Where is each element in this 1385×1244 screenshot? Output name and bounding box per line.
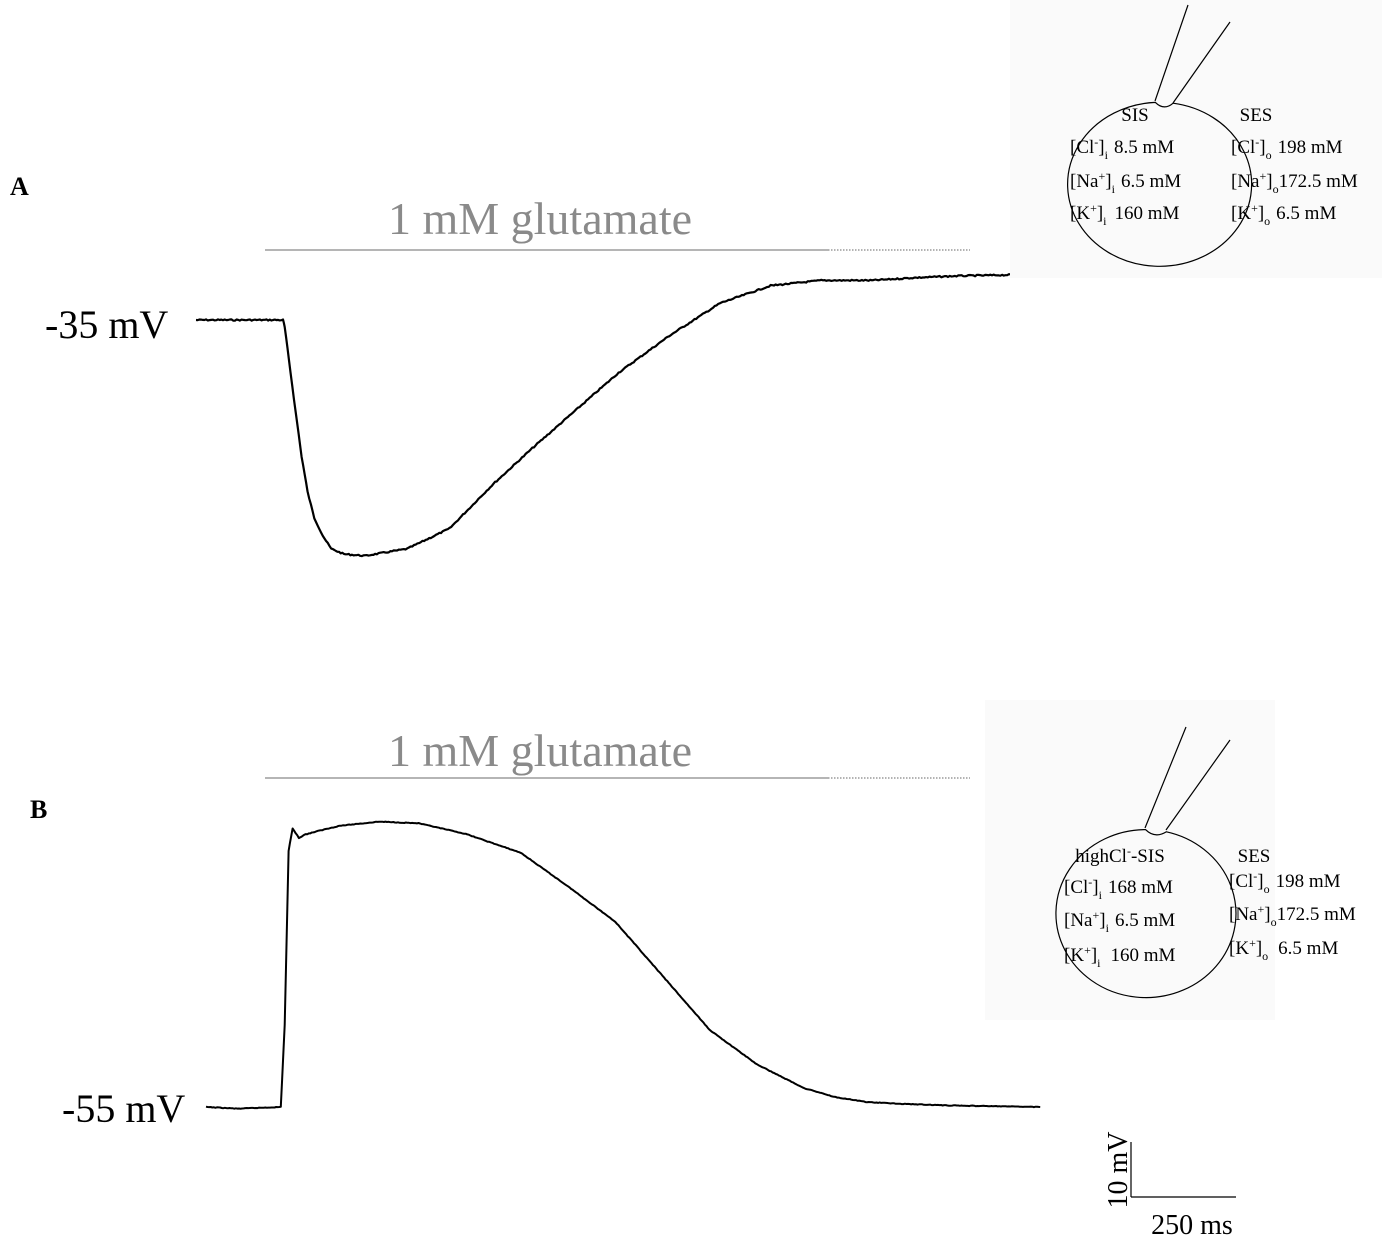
glutamate-bar-label-a: 1 mM glutamate <box>388 193 692 244</box>
pipette-right-a <box>1172 21 1231 104</box>
pipette-left-a <box>1154 4 1189 102</box>
panel-label-a: A <box>10 172 29 201</box>
outside-title-a: SES <box>1240 105 1273 126</box>
outside-ion-na-a: [Na+]o172.5 mM <box>1231 169 1358 196</box>
cell-outline-b <box>1055 828 1237 999</box>
diagram-background-b <box>985 700 1275 1020</box>
glutamate-bar-label-b: 1 mM glutamate <box>388 725 692 776</box>
panel-b: B 1 mM glutamate -55 mV highCl--SIS SES … <box>30 700 1356 1131</box>
cell-outline-a <box>1067 101 1253 267</box>
inside-title-a: SIS <box>1121 105 1148 126</box>
diagram-background-a <box>1010 0 1382 278</box>
panel-label-b: B <box>30 795 47 824</box>
scale-bar: 10 mV 250 ms <box>1103 1132 1236 1241</box>
outside-ion-na-b: [Na+]o172.5 mM <box>1229 902 1356 929</box>
inside-title-b: highCl--SIS <box>1075 844 1165 867</box>
baseline-label-b: -55 mV <box>62 1086 185 1131</box>
pipette-right-b <box>1165 739 1231 831</box>
pipette-left-b <box>1144 726 1187 829</box>
voltage-trace-a <box>195 272 1092 558</box>
scale-bar-horizontal-label: 250 ms <box>1151 1210 1233 1241</box>
outside-title-b: SES <box>1238 846 1271 867</box>
voltage-trace-b <box>205 820 1041 1110</box>
baseline-label-a: -35 mV <box>45 302 168 347</box>
scale-bar-vertical-label: 10 mV <box>1103 1132 1134 1209</box>
